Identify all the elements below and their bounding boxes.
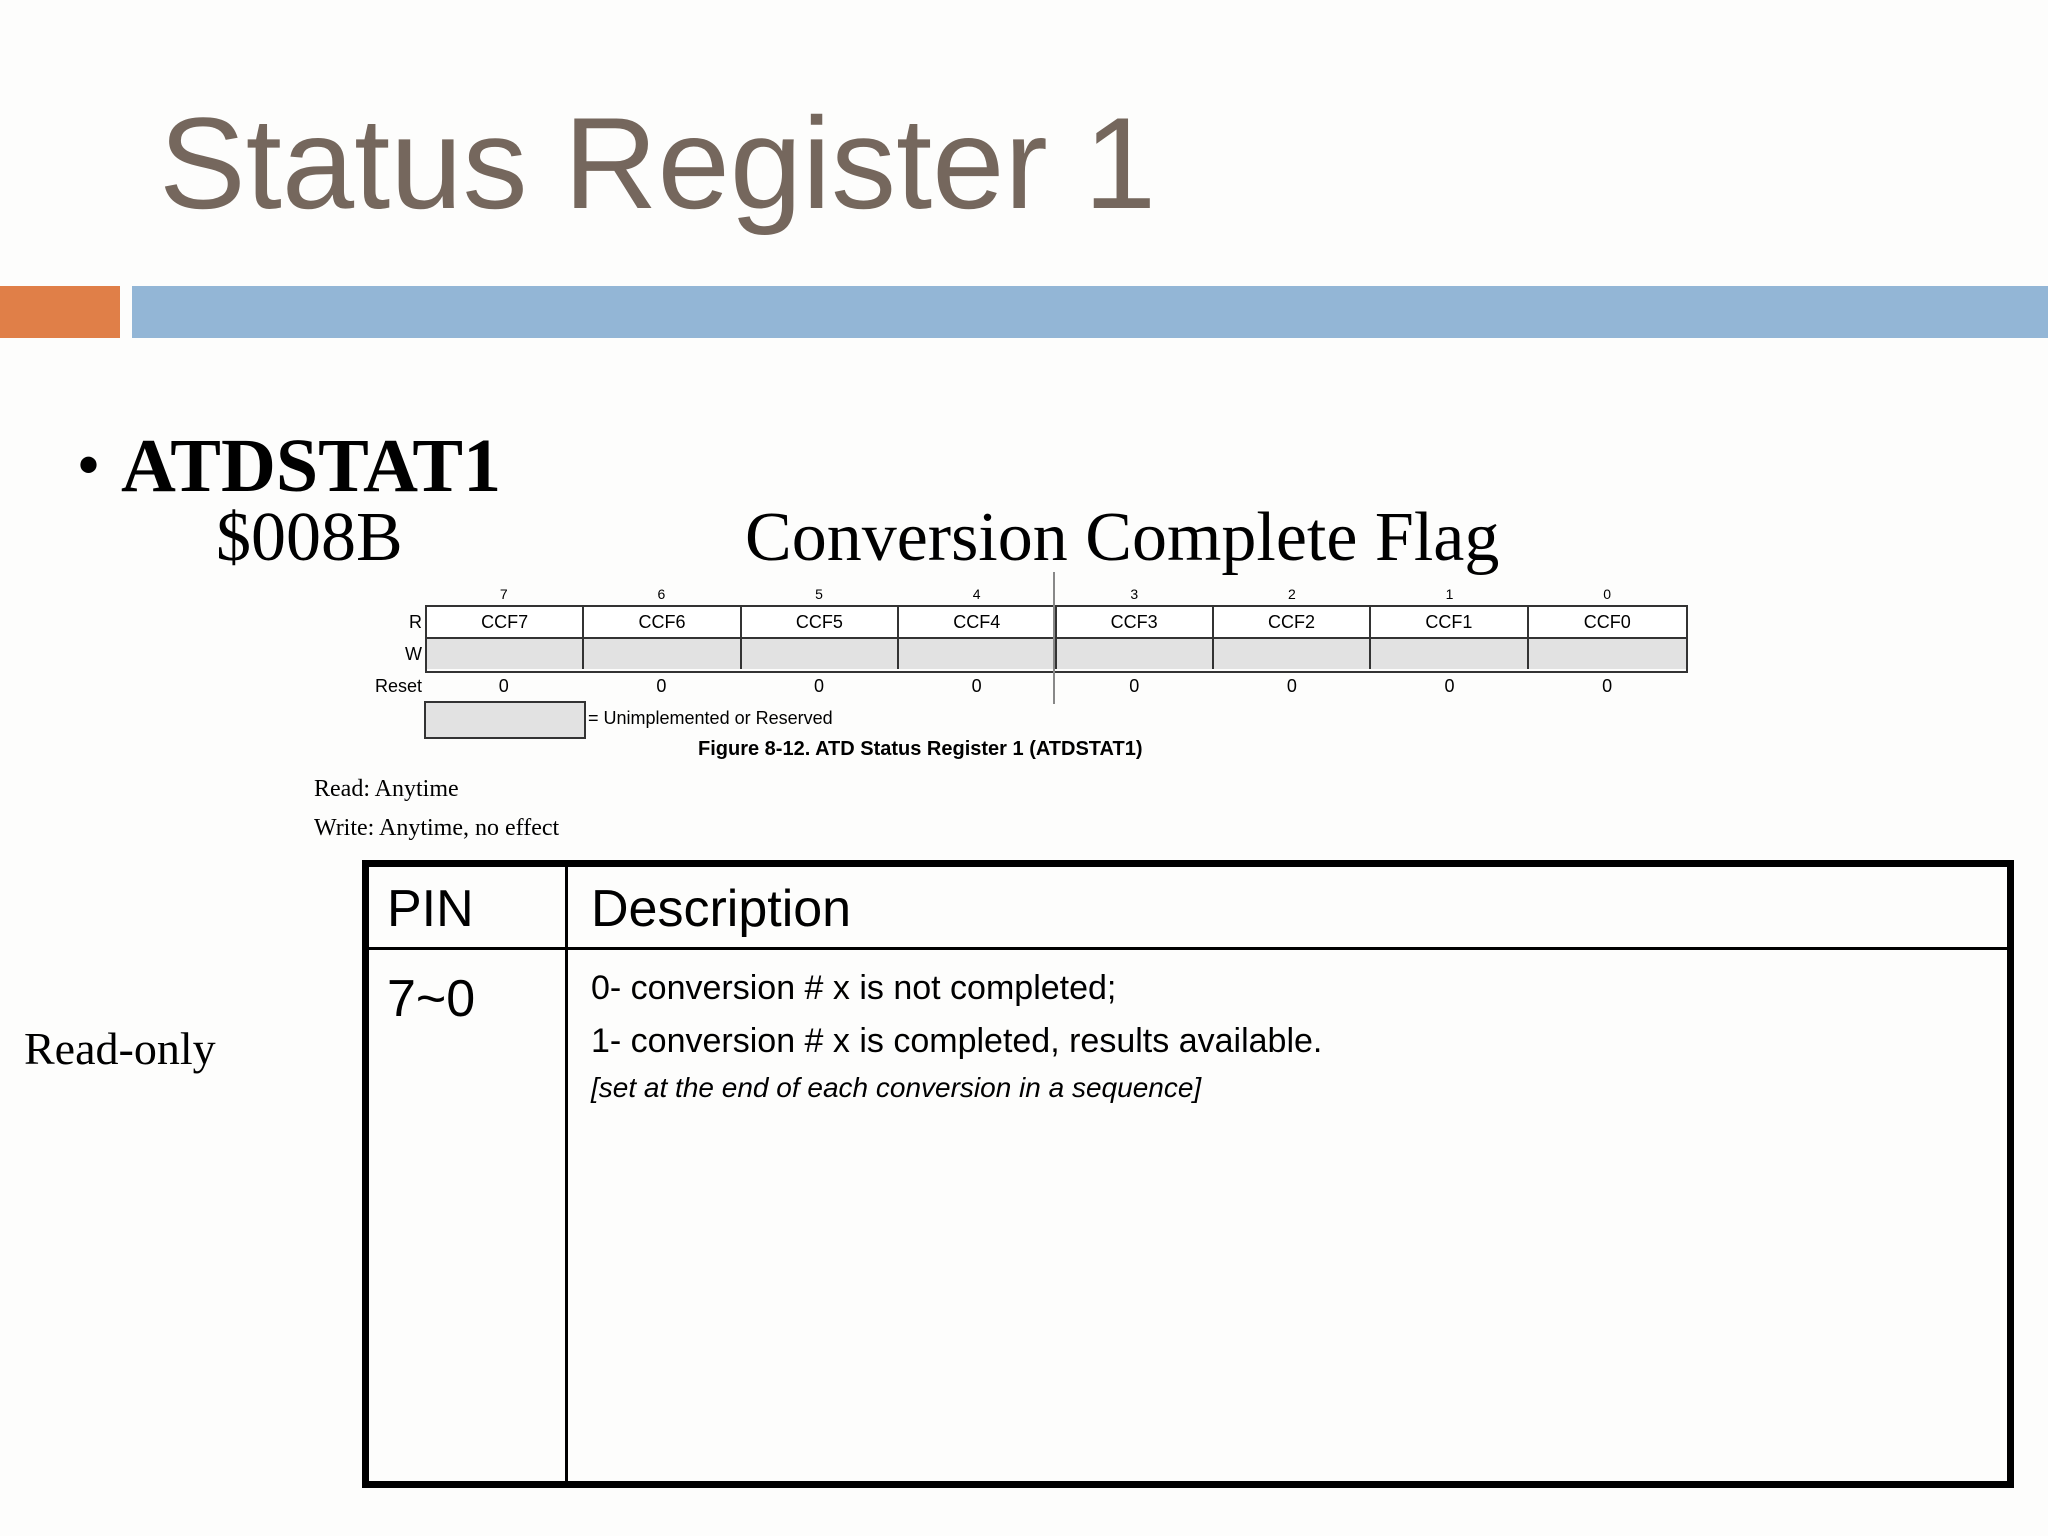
bit-number: 3	[1130, 586, 1139, 602]
access-type-label: Read-only	[24, 1023, 216, 1074]
reset-value-row: 0 0 0 0 0 0 0 0	[425, 676, 1686, 696]
reset-value: 0	[814, 676, 825, 696]
bit-number: 5	[815, 586, 823, 602]
read-access-note: Read: Anytime	[314, 776, 459, 802]
row-label-read: R	[409, 612, 422, 632]
write-cell-reserved	[1371, 639, 1529, 669]
column-divider	[565, 867, 568, 1481]
bit-number: 0	[1603, 586, 1612, 602]
reset-value: 0	[1602, 676, 1613, 696]
write-cell-reserved	[899, 639, 1057, 669]
bullet-item: •ATDSTAT1	[78, 428, 501, 504]
reset-value: 0	[1444, 676, 1455, 696]
nibble-divider	[1053, 572, 1055, 704]
register-bit-grid: CCF7 CCF6 CCF5 CCF4 CCF3 CCF2 CCF1 CCF0	[425, 605, 1688, 673]
reset-value: 0	[971, 676, 982, 696]
slide-title: Status Register 1	[159, 90, 1157, 236]
accent-bar	[0, 286, 120, 338]
row-label-reset: Reset	[374, 676, 422, 696]
reserved-legend-swatch	[424, 701, 586, 739]
description-line: 0- conversion # x is not completed;	[591, 969, 1117, 1007]
bit-cell: CCF0	[1528, 607, 1686, 639]
bit-cell: CCF5	[741, 607, 900, 639]
bit-number: 4	[972, 586, 981, 602]
bit-cell: CCF3	[1056, 607, 1214, 639]
title-underline-bar	[132, 286, 2048, 338]
register-address: $008B	[216, 499, 403, 576]
bullet-glyph: •	[78, 432, 100, 498]
write-access-note: Write: Anytime, no effect	[314, 815, 560, 841]
write-cell-reserved	[1528, 639, 1686, 669]
reset-value: 0	[1129, 676, 1140, 696]
figure-caption: Figure 8-12. ATD Status Register 1 (ATDS…	[698, 738, 1143, 760]
bit-number: 6	[657, 586, 666, 602]
bit-number: 2	[1288, 586, 1296, 602]
pin-value: 7~0	[387, 970, 476, 1028]
reset-value: 0	[1286, 676, 1297, 696]
bit-number: 7	[499, 586, 508, 602]
description-note: [set at the end of each conversion in a …	[591, 1072, 1202, 1103]
bit-cell: CCF6	[584, 607, 742, 639]
write-cell-reserved	[1056, 639, 1214, 669]
header-pin: PIN	[387, 880, 474, 938]
reserved-legend-text: = Unimplemented or Reserved	[588, 708, 833, 728]
write-cell-reserved	[1213, 639, 1372, 669]
bit-cell: CCF2	[1213, 607, 1372, 639]
description-line: 1- conversion # x is completed, results …	[591, 1022, 1323, 1060]
write-cell-reserved	[584, 639, 742, 669]
row-label-write: W	[405, 644, 422, 664]
header-description: Description	[591, 880, 852, 938]
register-name: ATDSTAT1	[121, 424, 502, 508]
write-cell-reserved	[427, 639, 585, 669]
bit-number: 1	[1445, 586, 1454, 602]
bit-number-row: 7 6 5 4 3 2 1 0	[425, 586, 1686, 602]
section-heading: Conversion Complete Flag	[745, 499, 1500, 576]
bit-cell: CCF1	[1371, 607, 1529, 639]
bit-cell: CCF4	[899, 607, 1057, 639]
write-cell-reserved	[741, 639, 900, 669]
pin-description-table: PIN Description 7~0 0- conversion # x is…	[362, 860, 2014, 1488]
bit-cell: CCF7	[427, 607, 585, 639]
header-divider	[369, 947, 2007, 950]
reset-value: 0	[498, 676, 509, 696]
reset-value: 0	[656, 676, 667, 696]
